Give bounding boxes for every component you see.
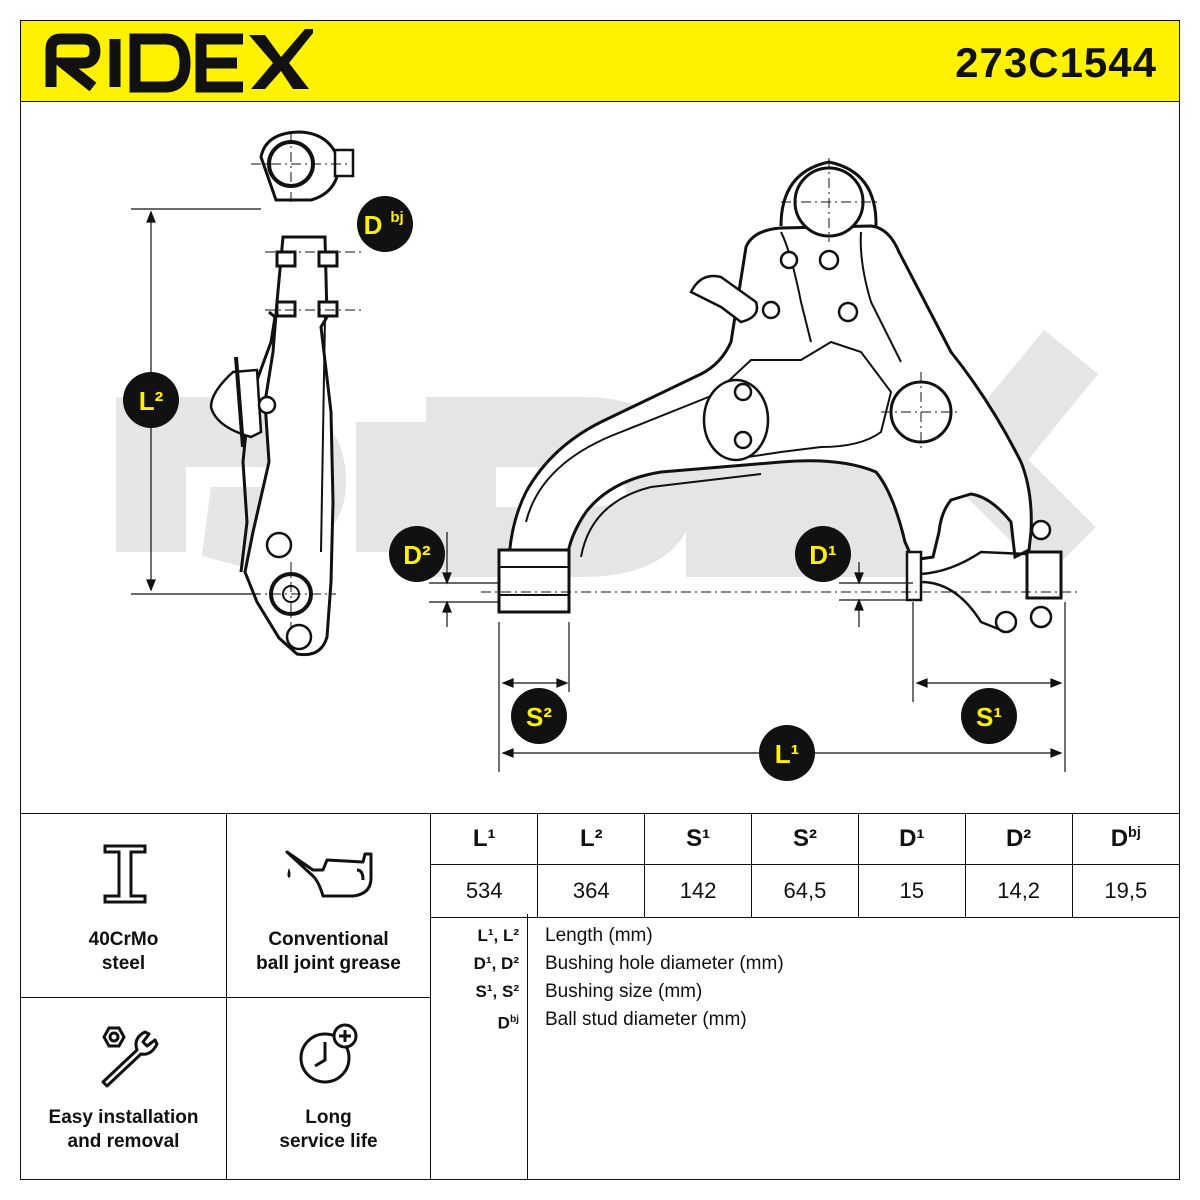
- svg-text:bj: bj: [390, 209, 403, 226]
- header-s1: S¹: [644, 814, 753, 865]
- ridex-logo: [45, 29, 313, 93]
- header-d1: D¹: [857, 814, 966, 865]
- wrench-nut-icon: [101, 1026, 159, 1088]
- header-dbj: Dbj: [1071, 814, 1179, 865]
- badge-d2: D²: [389, 526, 445, 582]
- legend-row: L¹, L² Length (mm): [477, 925, 653, 946]
- feature-grease: Conventional ball joint grease: [227, 814, 431, 998]
- badge-s1: S¹: [961, 688, 1017, 744]
- badge-dbj: D bj: [357, 196, 413, 252]
- value-l2: 364: [537, 864, 646, 918]
- badge-l2: L²: [123, 372, 179, 428]
- badge-s2: S²: [511, 688, 567, 744]
- top-view-centerlines: [481, 158, 1081, 593]
- header-l2: L²: [537, 814, 646, 865]
- top-view-bolts: [733, 249, 859, 450]
- spec-header-row: L¹ L² S¹ S² D¹ D² Dbj: [431, 814, 1179, 865]
- spec-value-row: 534 364 142 64,5 15 14,2 19,5: [431, 864, 1179, 918]
- value-s2: 64,5: [751, 864, 859, 918]
- value-s1: 142: [644, 864, 753, 918]
- legend: L¹, L² Length (mm) D¹, D² Bushing hole d…: [431, 914, 1179, 1180]
- badge-l1: L¹: [759, 725, 815, 781]
- value-d2: 14,2: [964, 864, 1073, 918]
- part-number: 273C1544: [955, 39, 1157, 86]
- spec-table: L¹ L² S¹ S² D¹ D² Dbj 534 364 142 64,5 1…: [431, 814, 1179, 918]
- svg-text:D: D: [364, 210, 383, 240]
- side-view-centerlines: [251, 132, 363, 627]
- legend-key-column: [431, 914, 528, 1180]
- header-l1: L¹: [431, 814, 539, 865]
- legend-row: S¹, S² Bushing size (mm): [475, 981, 703, 1002]
- svg-text:S²: S²: [526, 702, 552, 732]
- side-view-arm: [209, 130, 355, 657]
- legend-row: Dbj Ball stud diameter (mm): [497, 1009, 747, 1033]
- value-l1: 534: [431, 864, 539, 918]
- header-d2: D²: [964, 814, 1073, 865]
- svg-text:S¹: S¹: [976, 702, 1002, 732]
- l2-dimension: [131, 208, 261, 595]
- spec-table-area: L¹ L² S¹ S² D¹ D² Dbj 534 364 142 64,5 1…: [431, 814, 1179, 1180]
- technical-drawing: D bj L² D² D¹ S² S¹ L¹: [116, 130, 1099, 781]
- svg-text:D²: D²: [403, 540, 431, 570]
- value-d1: 15: [857, 864, 966, 918]
- clock-plus-icon: [299, 1023, 358, 1084]
- header-bar: 273C1544: [21, 21, 1179, 102]
- svg-text:D¹: D¹: [809, 540, 836, 570]
- feature-installation: Easy installation and removal: [21, 998, 227, 1180]
- legend-row: D¹, D² Bushing hole diameter (mm): [473, 953, 784, 974]
- bottom-section: 40CrMo steel Conventional ball joint gre…: [21, 813, 1179, 1180]
- header-s2: S²: [751, 814, 859, 865]
- svg-text:L¹: L¹: [775, 739, 800, 769]
- badge-d1: D¹: [795, 526, 851, 582]
- oil-can-icon: [285, 850, 373, 898]
- i-beam-icon: [103, 844, 147, 904]
- feature-material: 40CrMo steel: [21, 814, 227, 998]
- feature-service-life: Long service life: [227, 998, 431, 1180]
- svg-text:L²: L²: [139, 386, 164, 416]
- value-dbj: 19,5: [1071, 864, 1179, 918]
- spec-sheet: 273C1544: [20, 20, 1180, 1180]
